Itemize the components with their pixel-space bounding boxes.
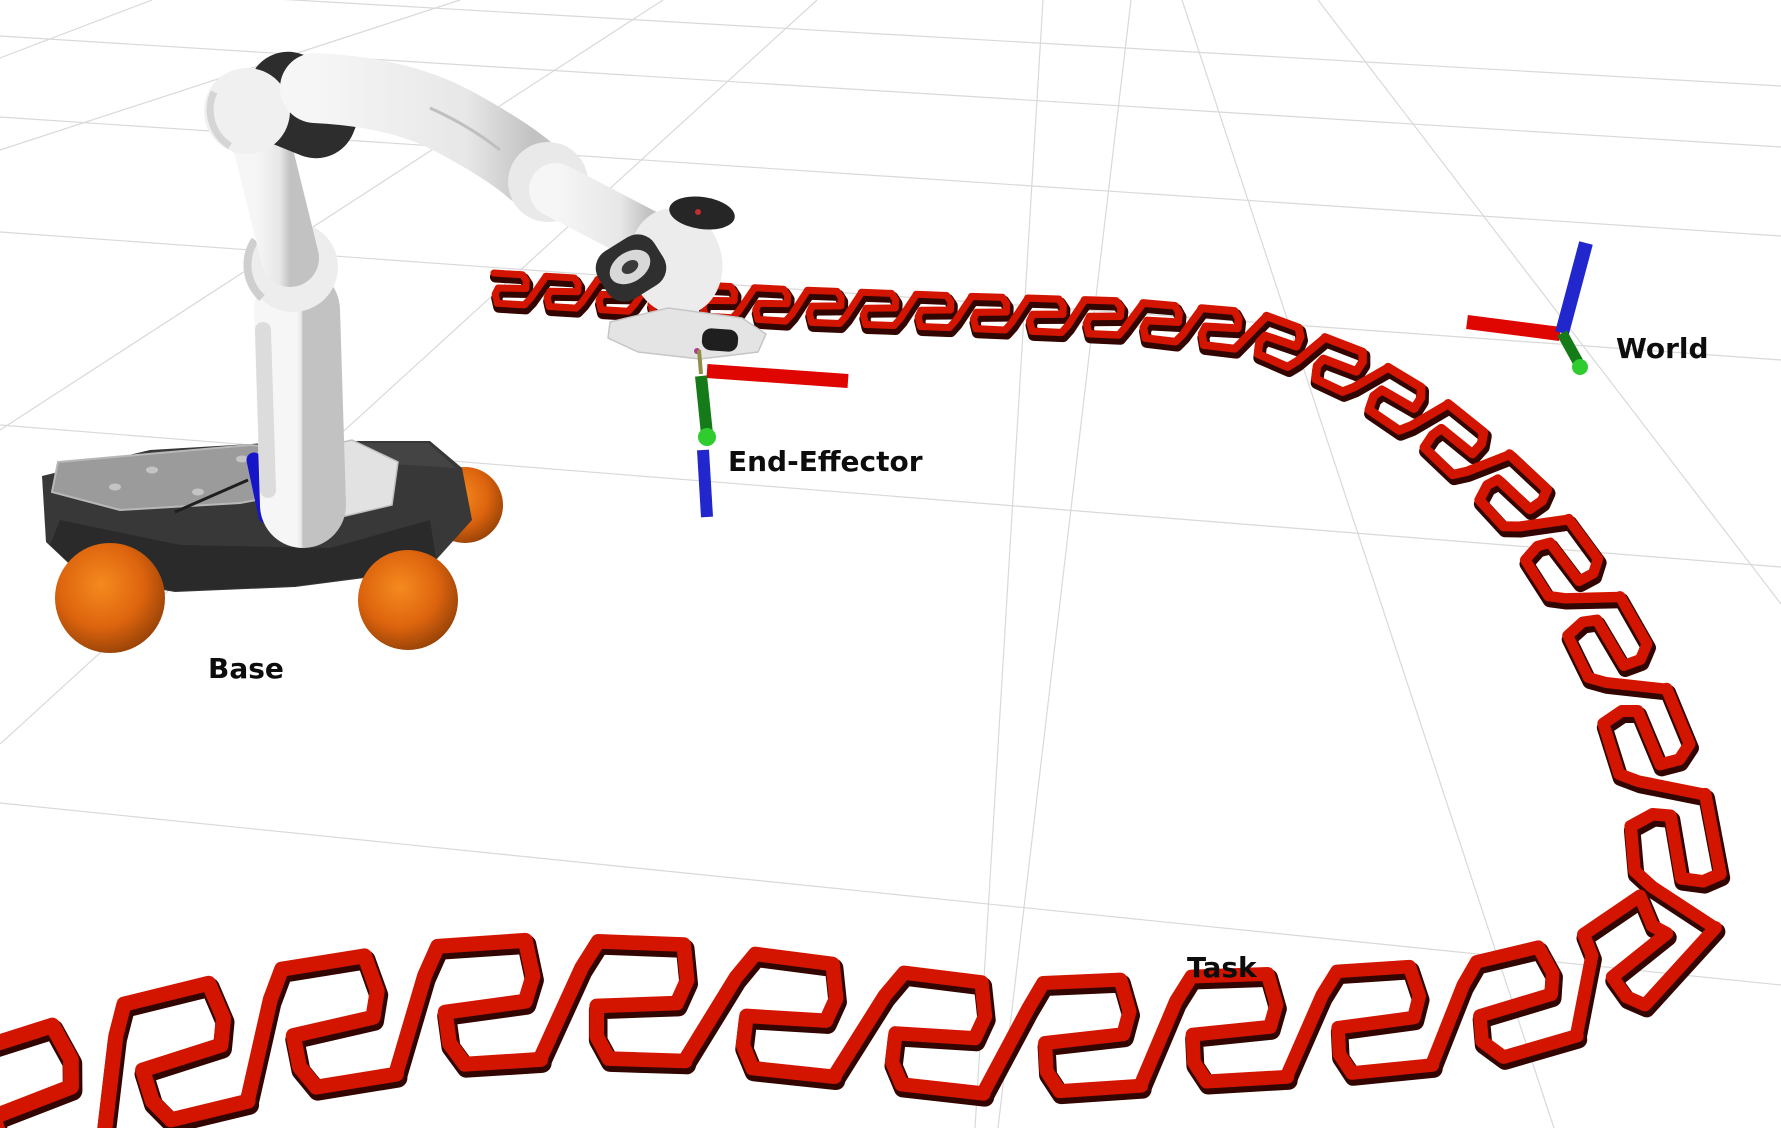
task-path-segment <box>490 269 550 309</box>
gripper-camera-opening <box>701 328 739 352</box>
brand-badge-glyph <box>621 260 639 274</box>
ee-y-axis <box>695 375 713 435</box>
task-path-segment <box>542 272 602 312</box>
grid-line <box>1181 0 1555 1128</box>
label-base: Base <box>208 652 284 685</box>
forearm-link <box>529 163 675 265</box>
wrist-body <box>629 208 723 316</box>
task-path-segment <box>827 965 993 1101</box>
annotation-labels: Base End-Effector World Task <box>208 332 1709 984</box>
task-path-segment <box>857 288 920 329</box>
task-path-segment <box>1364 362 1453 435</box>
task-path-segment <box>240 948 404 1107</box>
ee-y-axis-ball <box>698 428 716 446</box>
world-y-axis-ball <box>1572 359 1588 375</box>
world-y-axis <box>1557 330 1583 365</box>
world-frame <box>1466 241 1593 375</box>
arm-upper-link <box>280 53 567 207</box>
task-path-segment <box>1134 966 1295 1092</box>
label-world: World <box>1616 332 1709 365</box>
shoulder-ball-shade <box>206 90 233 149</box>
grid-line <box>974 0 1044 1128</box>
label-task: Task <box>1187 951 1258 984</box>
task-path-segment <box>1519 513 1625 604</box>
task-path-segment <box>1562 591 1672 695</box>
task-path-segment <box>1425 940 1584 1071</box>
wheel-front-right <box>358 550 458 650</box>
task-path-segment <box>388 932 549 1080</box>
arm-link1-shade <box>255 322 276 498</box>
end-effector-frame <box>695 349 849 518</box>
task-path-segment <box>912 290 975 332</box>
task-path-segment <box>750 284 811 325</box>
wrist-motor-cap <box>669 196 735 230</box>
task-path-segment <box>1311 333 1392 396</box>
task-path-segment <box>1253 311 1329 371</box>
ee-x-axis <box>706 364 849 388</box>
task-path-segment <box>1139 299 1206 346</box>
wrist-indicator-dot <box>695 209 701 215</box>
task-path-segment <box>678 946 844 1085</box>
label-end-effector: End-Effector <box>728 445 923 478</box>
world-z-axis <box>1555 241 1593 335</box>
task-path-segment <box>1023 294 1089 337</box>
grid-line <box>283 0 1781 87</box>
task-path-segment <box>1624 787 1727 934</box>
wheel-front-left <box>55 543 165 653</box>
grid-line <box>0 0 664 431</box>
plate-seam <box>174 478 249 514</box>
task-path-segment <box>0 1017 79 1128</box>
grid-line <box>1317 0 1781 605</box>
task-path-segment <box>1280 959 1440 1082</box>
task-path-segment <box>1597 682 1711 801</box>
flange-stick <box>697 349 703 375</box>
world-x-axis <box>1466 315 1561 341</box>
task-path-segment <box>1474 449 1574 532</box>
grid-line <box>997 0 1132 1128</box>
task-path-segment <box>803 286 865 327</box>
task-path-segment <box>1197 304 1271 353</box>
task-path-segment <box>533 933 695 1069</box>
task-path-segment <box>1570 889 1722 1041</box>
task-path-segment <box>97 975 256 1128</box>
task-path-segment <box>976 972 1149 1099</box>
grid-line <box>0 0 153 59</box>
task-path-segment <box>967 292 1032 334</box>
task-trajectory <box>0 269 1731 1128</box>
shoulder-ball <box>204 68 290 154</box>
ee-z-axis <box>697 449 713 518</box>
arm-joint2-shade <box>243 237 265 301</box>
task-path-segment <box>1080 296 1147 339</box>
mobile-manipulator <box>42 51 767 653</box>
arm-link1-column <box>254 267 346 548</box>
task-path-segment <box>1419 399 1514 480</box>
arm-upper-seam <box>429 106 501 152</box>
